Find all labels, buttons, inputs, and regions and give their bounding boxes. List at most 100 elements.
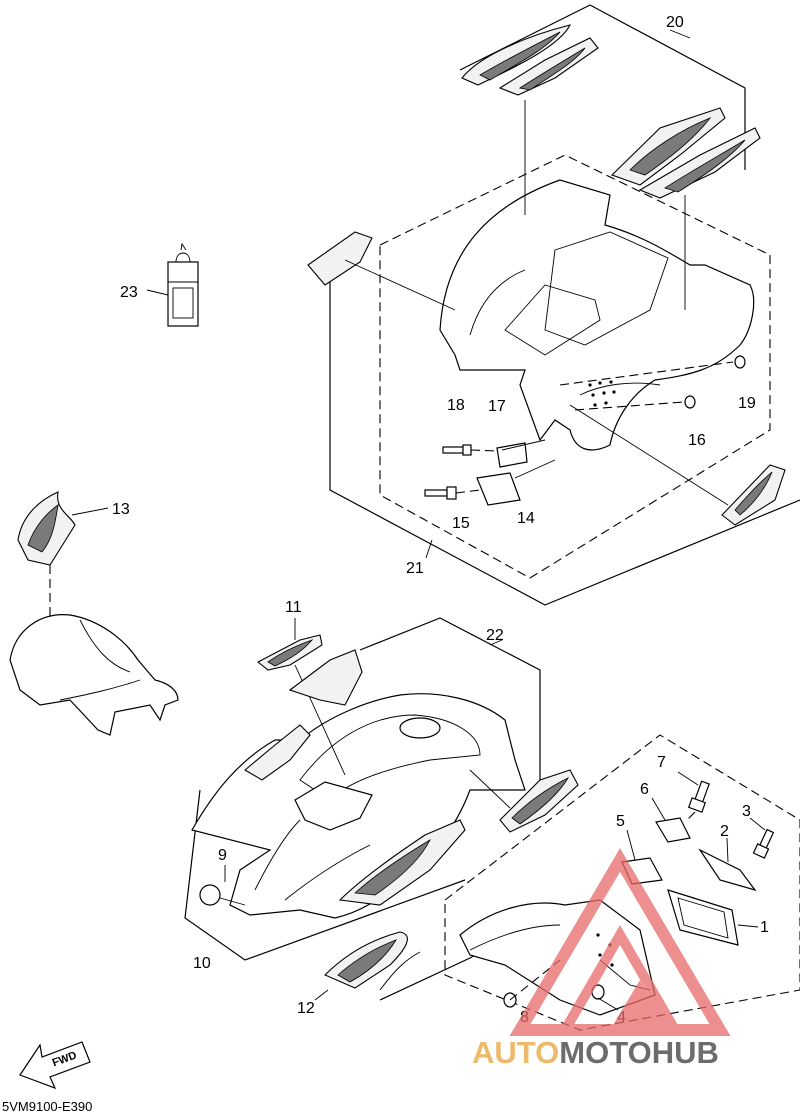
screw-15 — [424, 486, 457, 500]
rear-side-decal — [307, 231, 373, 286]
dashed-box-plate — [444, 734, 800, 1031]
flame-20-right-a — [629, 117, 712, 176]
front-fender-window — [294, 781, 373, 831]
decal-20-right-b — [638, 127, 761, 199]
callout-6: 6 — [640, 781, 649, 798]
dashed-box-rear — [379, 154, 771, 579]
number-plate-edge — [469, 924, 561, 951]
rear-right-flame — [734, 471, 773, 516]
front-fender-group — [184, 617, 579, 1001]
bracket-20 — [459, 4, 746, 170]
callout-18: 18 — [447, 397, 465, 414]
leader-23 — [146, 289, 169, 296]
callout-13: 13 — [112, 501, 130, 518]
front-fender-edge-left — [254, 819, 301, 891]
plate-14 — [476, 472, 521, 506]
leader-13 — [71, 507, 109, 516]
leader-5 — [626, 829, 636, 861]
decal-22-left — [288, 649, 363, 706]
grommet-16 — [684, 395, 696, 409]
callout-10: 10 — [193, 955, 211, 972]
leader-20 — [669, 29, 691, 39]
sticker-9 — [199, 884, 221, 906]
leader-3 — [749, 817, 766, 831]
callout-21: 21 — [406, 560, 424, 577]
holder-1 — [667, 889, 739, 946]
flame-22-right — [511, 777, 570, 825]
leader-1 — [737, 924, 759, 928]
callout-7: 7 — [657, 754, 666, 771]
callout-2: 2 — [720, 823, 729, 840]
front-cover-crease — [79, 619, 131, 673]
front-fender-edge-center — [284, 844, 371, 901]
tag-body — [167, 261, 199, 327]
flame-20-top-a — [479, 31, 561, 81]
front-cover-part — [9, 614, 179, 736]
leader-22-right — [469, 769, 511, 809]
decal-20-top-b — [498, 37, 599, 96]
callout-22: 22 — [486, 627, 504, 644]
flame-11 — [267, 639, 314, 667]
plate-17 — [496, 442, 528, 468]
leader-2 — [726, 837, 729, 863]
leader-7 — [677, 771, 699, 786]
screw-18 — [442, 444, 472, 456]
rear-fender-part — [439, 179, 755, 451]
leader-19-dash — [559, 361, 734, 386]
watermark: AUTOMOTOHUB — [472, 848, 731, 1070]
plate-6 — [655, 817, 691, 843]
bracket-21 — [329, 270, 800, 606]
plate-2 — [698, 848, 757, 892]
front-fender-hood — [299, 714, 481, 801]
callout-labels: 1 2 3 4 5 6 7 8 9 10 11 12 13 14 15 16 1… — [112, 14, 769, 1026]
callout-12: 12 — [297, 1000, 315, 1017]
diagram-code: 5VM9100-E390 — [2, 1099, 92, 1114]
fwd-arrow: FWD — [19, 1041, 91, 1090]
decal-22-front — [244, 724, 311, 781]
leader-12 — [314, 989, 329, 1001]
leader-16-dash — [574, 401, 685, 411]
leader-7-dash — [684, 811, 696, 823]
callout-16: 16 — [688, 432, 706, 449]
watermark-logo-icon — [509, 848, 731, 1036]
front-cover-line — [59, 679, 141, 701]
callout-20: 20 — [666, 14, 684, 31]
leader-8-dash — [509, 959, 561, 1001]
front-right-flame — [354, 838, 431, 896]
leader-15-dash — [455, 489, 481, 494]
leader-22 — [489, 639, 503, 646]
leader-4 — [597, 997, 619, 1011]
grommet-19 — [734, 355, 746, 369]
rear-decal-set — [459, 4, 761, 310]
fuel-cap-area — [399, 717, 441, 739]
warning-tag-23 — [146, 242, 199, 327]
flame-20-right-b — [664, 139, 746, 193]
screw-3 — [752, 828, 775, 859]
flame-13 — [27, 504, 59, 553]
flame-20-top-b — [518, 47, 586, 91]
callout-11: 11 — [285, 599, 302, 616]
callout-3: 3 — [742, 803, 751, 820]
watermark-text: AUTOMOTOHUB — [472, 1035, 719, 1070]
callout-19: 19 — [738, 395, 756, 412]
decal-12-tail — [379, 951, 421, 991]
callout-15: 15 — [452, 515, 470, 532]
rear-fender-tray — [504, 284, 601, 356]
callout-1: 1 — [760, 919, 769, 936]
flame-12 — [337, 939, 397, 983]
rear-fender-holes — [588, 380, 616, 407]
rear-fender-flap — [579, 382, 661, 396]
rear-fender-edge — [469, 269, 526, 336]
rear-fender-well — [544, 231, 669, 346]
leader-rear-side — [344, 259, 456, 311]
leader-21 — [425, 539, 433, 559]
fwd-arrow-shape — [19, 1041, 91, 1090]
callout-23: 23 — [120, 284, 138, 301]
tag-loop — [175, 252, 191, 263]
callout-17: 17 — [488, 398, 506, 415]
leader-18-dash — [470, 449, 498, 452]
leader-9-link — [219, 897, 246, 906]
callout-5: 5 — [616, 813, 625, 830]
bracket-22 — [359, 617, 541, 785]
